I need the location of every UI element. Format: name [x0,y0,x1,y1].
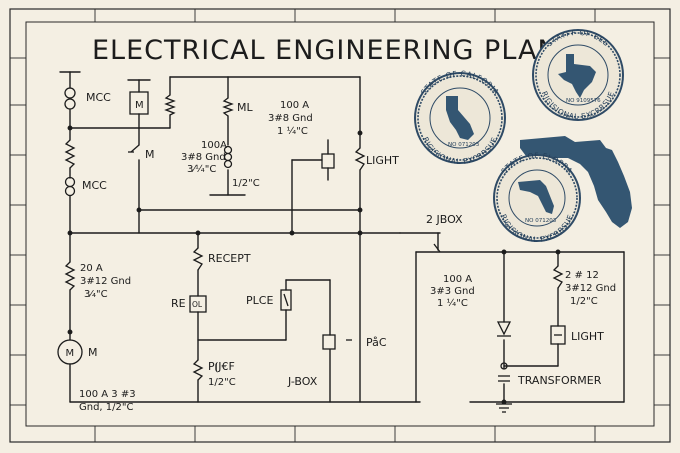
label-jbox: J-BOX [287,375,318,388]
florida-seal: STATE OF ELOPRA RIGISIONAL EXCRRSUE NO 0… [493,151,581,244]
plce-box [280,289,292,311]
label-pqef: P⦗J€F [208,360,235,373]
label-feeder4-cond: 1 ¼"C [437,297,468,309]
motor-circle [57,339,83,365]
california-seal: STATE OF CALFORIA RIGISIONAL EXCRRSUE NO… [414,69,506,166]
label-mcc-top: MCC [86,91,111,104]
sheet-border [9,8,671,443]
label-motor-big: M [66,348,75,359]
label-re: RE [171,297,186,310]
resistor-3 [164,94,176,116]
mcc-coil-top [64,87,76,110]
label-feeder2-cond: 3⁄¼"C [187,163,216,175]
label-feeder2-amp: 100A [201,140,227,151]
ol-box [189,295,207,313]
label-motor-box: M [135,100,144,111]
label-feeder6-gnd: Gnd, 1/2"C [79,402,133,413]
coil-100a [223,145,233,169]
motor-box [129,91,149,115]
label-feeder4-amp: 100 A [443,274,472,285]
florida-silhouette [520,136,632,228]
light-bottom-box [550,325,566,345]
florida-seal-number: NO 071203 [525,218,557,224]
label-feeder1-cond: 1 ¼"C [277,125,308,137]
texas-seal-number: NO 9109576 [566,98,601,104]
label-ml: ML [237,101,253,114]
label-feeder5-cond: 1/2"C [570,296,598,307]
texas-seal: STAYFF OF EEE RIGISIONAL EXCRRSUE NO 910… [532,28,624,121]
california-seal-number: NO 071203 [448,142,480,148]
label-feeder6-amp: 100 A 3 #3 [79,389,136,400]
label-transformer: TRANSFORMER [517,374,602,387]
label-motor-m: M [145,148,155,161]
diode [496,321,512,336]
resistor-pqef [192,359,204,381]
resistor-ml [222,97,234,117]
pac-box [322,334,336,350]
components [57,87,566,413]
label-light-bottom: LIGHT [571,330,604,343]
label-feeder5-gnd: 3#12 Gnd [565,283,616,294]
label-plce: PLCE [246,294,273,307]
label-ol: OL [192,300,203,309]
label-feeder2-conduit: 1/2"C [232,178,260,189]
label-light-top: LIGHT [366,154,399,167]
label-feeder1-gnd: 3#8 Gnd [268,113,313,124]
label-feeder4-gnd: 3#3 Gnd [430,286,475,297]
resistor-recept [192,247,204,271]
resistor-right [552,265,564,289]
label-feeder1-amp: 100 A [280,100,309,111]
label-motor-big-m: M [88,346,98,359]
label-pqef-cond: 1/2"C [208,377,236,388]
resistor-2 [64,261,76,291]
resistor-1 [64,139,76,169]
switch [128,144,140,153]
florida-icon [518,180,554,214]
transformer-symbol [498,362,510,382]
wiring [59,71,625,403]
label-feeder3-amp: 20 A [80,263,103,274]
texas-icon [558,54,596,98]
light-top-coil [354,147,366,171]
label-feeder3-cond: 3⁄₄"C [84,289,108,300]
label-feeder5-size: 2 # 12 [565,270,599,281]
ground-symbol [496,403,512,413]
light-top-box [321,153,335,169]
label-pac: PåC [366,336,387,349]
mcc-coil-mid [64,176,76,197]
label-2-jbox: 2 JBOX [426,213,463,226]
label-mcc-mid: MCC [82,179,107,192]
label-recept: RECEPT [208,252,251,265]
california-icon [446,96,474,140]
plan-title: ELECTRICAL ENGINEERING PLAN [92,35,559,66]
label-feeder3-gnd: 3#12 Gnd [80,276,131,287]
label-feeder2-gnd: 3#8 Gnd [181,152,226,163]
labels: MCC M M MCC ML 100 A 3#8 Gnd 1 ¼"C LIGHT… [66,91,617,413]
